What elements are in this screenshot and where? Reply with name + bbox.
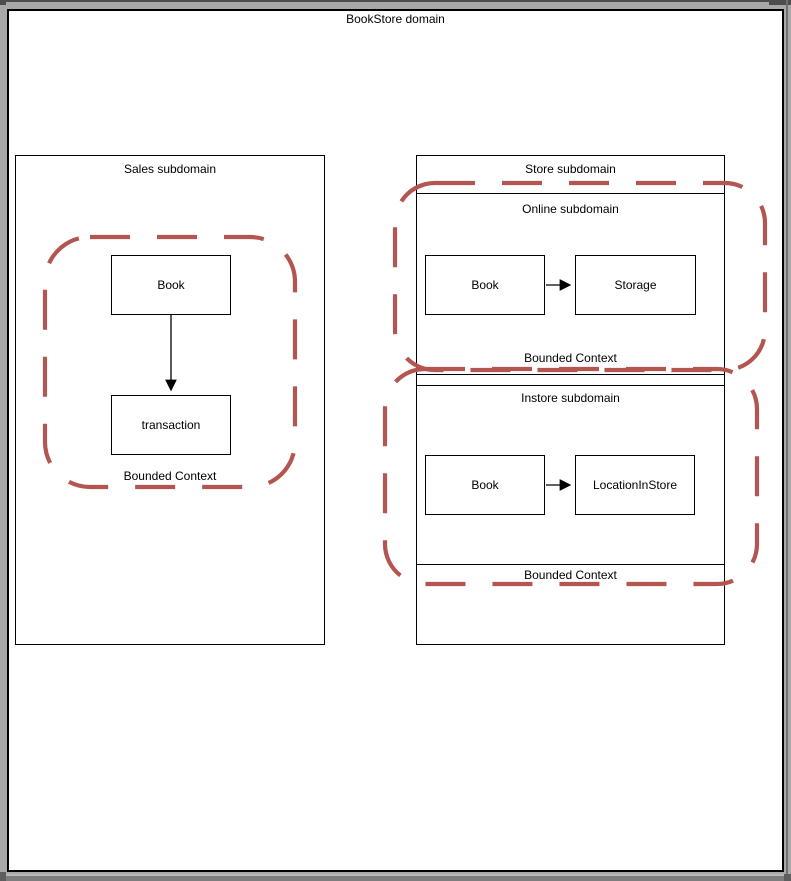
online-bounded-context-label: Bounded Context (524, 351, 617, 365)
sales-subdomain-title: Sales subdomain (123, 162, 217, 176)
instore-bounded-context-label: Bounded Context (524, 568, 617, 582)
sales-book-label: Book (157, 278, 185, 292)
sales-subdomain-container[interactable] (15, 155, 325, 645)
online-storage-label: Storage (614, 278, 657, 292)
window-top-edge (0, 0, 791, 2)
store-subdomain-title: Store subdomain (525, 162, 616, 176)
online-book-label: Book (471, 278, 499, 292)
scroll-corner-top-right (769, 0, 791, 5)
page-right-shadow (786, 0, 788, 881)
sales-transaction-label: transaction (141, 418, 201, 432)
online-storage-node[interactable]: Storage (575, 255, 696, 315)
diagram-title: BookStore domain (346, 12, 445, 26)
instore-book-label: Book (471, 478, 499, 492)
online-subdomain-title: Online subdomain (522, 202, 619, 216)
horizontal-scrollbar[interactable] (0, 876, 791, 881)
scroll-corner-top-left (0, 0, 6, 5)
instore-location-label: LocationInStore (592, 478, 678, 492)
instore-location-node[interactable]: LocationInStore (575, 455, 695, 515)
sales-transaction-node[interactable]: transaction (111, 395, 231, 455)
scroll-corner-bottom-right (784, 874, 791, 881)
scrollbar-track-bottom (0, 874, 791, 876)
instore-subdomain-title: Instore subdomain (521, 391, 620, 405)
online-book-node[interactable]: Book (425, 255, 545, 315)
scroll-corner-bottom-left (0, 872, 6, 881)
sales-book-node[interactable]: Book (111, 255, 231, 315)
sales-bounded-context-label: Bounded Context (123, 469, 217, 483)
instore-book-node[interactable]: Book (425, 455, 545, 515)
